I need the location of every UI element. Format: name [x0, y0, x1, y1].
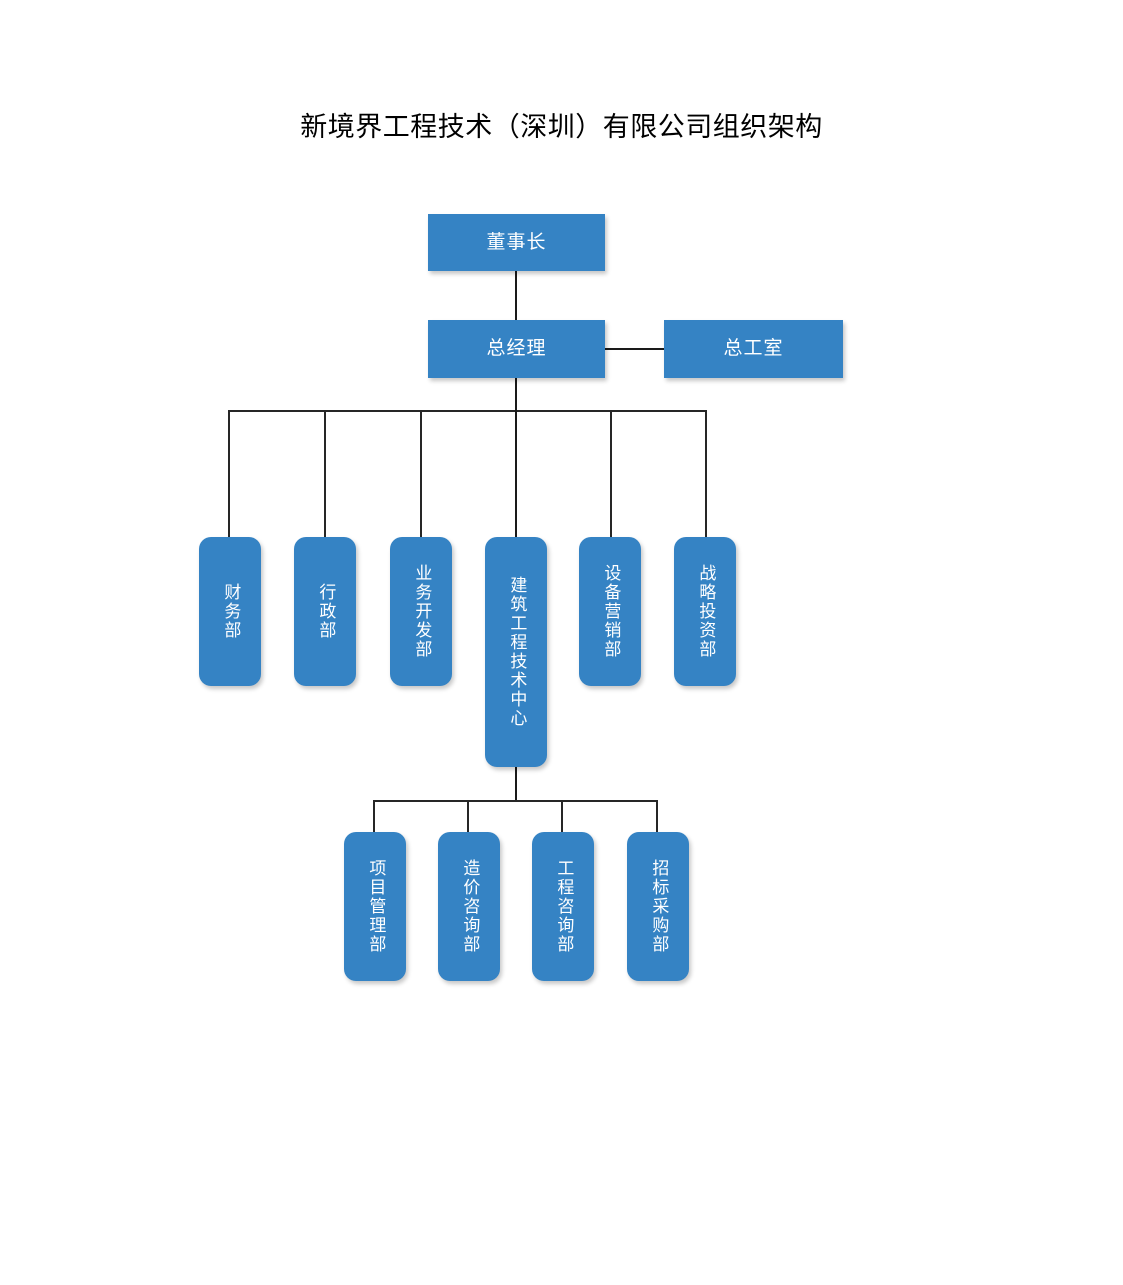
connector-gm-to-chief-engineer — [604, 348, 664, 350]
connector-drop-engineering-center — [515, 410, 517, 538]
connector-drop-business-development — [420, 410, 422, 538]
node-chief-engineer-office[interactable]: 总工室 — [664, 320, 843, 378]
node-subdepartment-bidding-procurement[interactable]: 招标采购部 — [627, 832, 689, 981]
node-department-business-development[interactable]: 业务开发部 — [390, 537, 452, 686]
connector-drop-project-management — [373, 800, 375, 833]
node-department-business-development-label: 业务开发部 — [412, 564, 432, 659]
connector-chairman-to-gm — [515, 270, 517, 320]
node-subdepartment-engineering-consulting-label: 工程咨询部 — [554, 859, 574, 954]
connector-drop-engineering-consulting — [561, 800, 563, 833]
node-department-administration[interactable]: 行政部 — [294, 537, 356, 686]
node-subdepartment-project-management[interactable]: 项目管理部 — [344, 832, 406, 981]
node-department-strategic-investment-label: 战略投资部 — [696, 564, 716, 659]
node-department-engineering-technology-center-label: 建筑工程技术中心 — [507, 576, 527, 728]
node-subdepartment-cost-consulting-label: 造价咨询部 — [460, 859, 480, 954]
node-department-equipment-marketing[interactable]: 设备营销部 — [579, 537, 641, 686]
connector-drop-equipment-marketing — [610, 410, 612, 538]
node-department-finance-label: 财务部 — [221, 583, 241, 640]
node-subdepartment-cost-consulting[interactable]: 造价咨询部 — [438, 832, 500, 981]
connector-gm-stem — [515, 378, 517, 412]
page-title: 新境界工程技术（深圳）有限公司组织架构 — [300, 112, 823, 142]
node-general-manager[interactable]: 总经理 — [428, 320, 605, 378]
node-subdepartment-project-management-label: 项目管理部 — [366, 859, 386, 954]
connector-drop-administration — [324, 410, 326, 538]
connector-drop-cost-consulting — [467, 800, 469, 833]
connector-engineering-center-stem — [515, 767, 517, 801]
node-subdepartment-bidding-procurement-label: 招标采购部 — [649, 859, 669, 954]
node-department-finance[interactable]: 财务部 — [199, 537, 261, 686]
connector-department-bus — [228, 410, 707, 412]
node-department-equipment-marketing-label: 设备营销部 — [601, 564, 621, 659]
node-chief-engineer-office-label: 总工室 — [723, 338, 784, 359]
node-chairman-label: 董事长 — [486, 231, 547, 253]
node-general-manager-label: 总经理 — [486, 338, 547, 359]
connector-drop-strategic-investment — [705, 410, 707, 538]
connector-sub-department-bus — [373, 800, 658, 802]
node-subdepartment-engineering-consulting[interactable]: 工程咨询部 — [532, 832, 594, 981]
node-department-engineering-technology-center[interactable]: 建筑工程技术中心 — [485, 537, 547, 767]
node-department-administration-label: 行政部 — [316, 583, 336, 640]
node-chairman[interactable]: 董事长 — [428, 214, 605, 271]
node-department-strategic-investment[interactable]: 战略投资部 — [674, 537, 736, 686]
connector-drop-bidding-procurement — [656, 800, 658, 833]
connector-drop-finance — [228, 410, 230, 538]
